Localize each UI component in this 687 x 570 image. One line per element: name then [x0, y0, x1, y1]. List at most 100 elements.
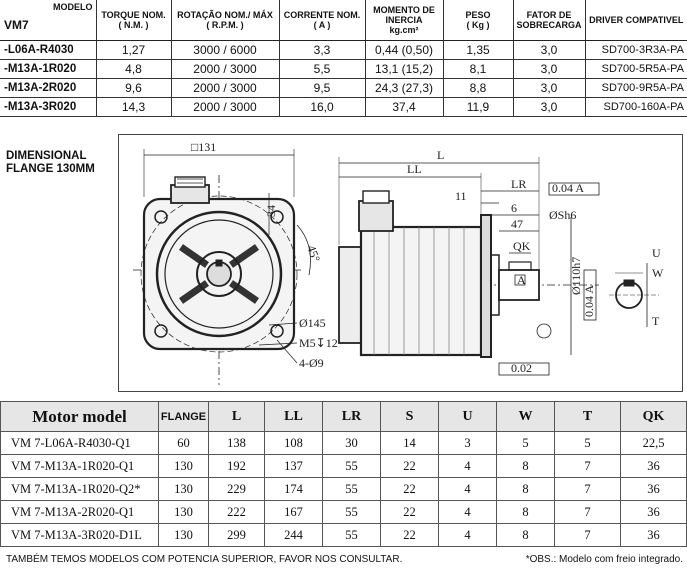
model-row-cell: 55 [322, 477, 381, 501]
dim-U: U [652, 246, 661, 260]
model-row-cell: 229 [208, 477, 265, 501]
dim-T: T [652, 314, 660, 328]
footer-note-right: *OBS.: Modelo com freio integrado. [525, 554, 683, 565]
model-row-cell: 299 [208, 523, 265, 547]
specs-row-cell: 1,27 [95, 40, 171, 60]
flange-size-label: □131 [191, 140, 216, 154]
header-rotation: ROTAÇÃO NOM./ MÁX( R.P.M. ) [170, 0, 279, 41]
tolerance-3: 0.02 [511, 361, 532, 375]
tolerance-1: 0.04 A [552, 181, 584, 195]
specs-row-cell: 3,0 [512, 40, 585, 60]
header-weight: PESO( Kg ) [442, 0, 513, 41]
specs-row-cell: 2000 / 3000 [170, 97, 279, 117]
model-row-cell: 22 [380, 523, 439, 547]
header-LL: LL [264, 401, 323, 432]
specs-row-cell: 11,9 [442, 97, 513, 117]
dim-L: L [437, 148, 444, 162]
dim-6: 6 [511, 201, 517, 215]
header-W: W [496, 401, 555, 432]
specs-row-cell: 3,0 [512, 59, 585, 79]
model-row-cell: 22 [380, 500, 439, 524]
specs-row-cell: SD700-3R3A-PA [584, 40, 687, 60]
model-row-cell: 192 [208, 454, 265, 478]
model-row-cell: 30 [322, 431, 381, 455]
header-motor-model: Motor model [0, 401, 159, 432]
specs-row-cell: SD700-160A-PA [584, 97, 687, 117]
datum-label: A [517, 273, 526, 287]
model-row-cell: 36 [620, 523, 687, 547]
holes-label: 4-Ø9 [299, 356, 324, 370]
dim-47: 47 [511, 217, 523, 231]
model-row-cell: 36 [620, 454, 687, 478]
front-view [133, 149, 311, 385]
header-T: T [554, 401, 621, 432]
specs-row-cell: -M13A-3R020 [0, 97, 96, 117]
model-row-cell: 7 [554, 477, 621, 501]
bolt-circle-label: Ø145 [299, 316, 326, 330]
model-row-cell: 55 [322, 500, 381, 524]
header-flange: FLANGE [158, 401, 209, 432]
specs-row-cell: 9,6 [95, 78, 171, 98]
dim-shaft: ØSh6 [549, 208, 576, 222]
header-torque: TORQUE NOM.( N.M. ) [95, 0, 171, 41]
model-row-cell: VM 7-M13A-2R020-Q1 [0, 500, 159, 524]
specs-row-cell: -L06A-R4030 [0, 40, 96, 60]
model-row-cell: 4 [438, 454, 497, 478]
specs-row-cell: 8,8 [442, 78, 513, 98]
model-row-cell: 4 [438, 523, 497, 547]
specs-row-cell: 16,0 [278, 97, 365, 117]
specs-row-cell: 5,5 [278, 59, 365, 79]
specs-row-cell: 2000 / 3000 [170, 78, 279, 98]
model-row-cell: 22,5 [620, 431, 687, 455]
model-row-cell: 222 [208, 500, 265, 524]
model-row-cell: 8 [496, 523, 555, 547]
footer-note-left: TAMBÉM TEMOS MODELOS COM POTENCIA SUPERI… [6, 554, 403, 565]
model-row-cell: 130 [158, 477, 209, 501]
model-row-cell: 174 [264, 477, 323, 501]
specs-row-cell: 14,3 [95, 97, 171, 117]
thread-label: M5↧12 [299, 336, 338, 350]
header-U: U [438, 401, 497, 432]
specs-row-cell: 37,4 [364, 97, 443, 117]
shaft-section [609, 263, 659, 327]
model-row-cell: 55 [322, 454, 381, 478]
tolerance-2: 0.04 A [582, 285, 596, 317]
model-row-cell: 8 [496, 454, 555, 478]
model-row-cell: 138 [208, 431, 265, 455]
specs-row-cell: 8,1 [442, 59, 513, 79]
angle-label: 45° [304, 243, 323, 264]
model-row-cell: 3 [438, 431, 497, 455]
specs-row-cell: 3,3 [278, 40, 365, 60]
specs-row-cell: 3,0 [512, 97, 585, 117]
header-S: S [380, 401, 439, 432]
header-overload: FATOR DE SOBRECARGA [512, 0, 585, 41]
model-row-cell: 8 [496, 477, 555, 501]
model-row-cell: VM 7-M13A-3R020-D1L [0, 523, 159, 547]
specs-row-cell: 2000 / 3000 [170, 59, 279, 79]
model-row-cell: 244 [264, 523, 323, 547]
model-row-cell: 130 [158, 500, 209, 524]
dim-LR: LR [511, 177, 526, 191]
series-label: VM7 [4, 18, 29, 32]
dimension-drawing: □131 34 45° Ø145 M5↧12 4-Ø9 [118, 134, 683, 392]
model-row-cell: VM 7-M13A-1R020-Q1 [0, 454, 159, 478]
header-driver: DRIVER COMPATIVEL [584, 0, 687, 41]
header-L: L [208, 401, 265, 432]
diagram-title: DIMENSIONAL FLANGE 130MM [6, 150, 95, 175]
model-row-cell: 130 [158, 523, 209, 547]
model-row-cell: 4 [438, 500, 497, 524]
drawing-svg: □131 34 45° Ø145 M5↧12 4-Ø9 [133, 140, 664, 385]
height-34-label: 34 [264, 205, 278, 217]
specs-row-cell: 3,0 [512, 78, 585, 98]
specs-row-cell: 9,5 [278, 78, 365, 98]
model-row-cell: 7 [554, 454, 621, 478]
specs-row-cell: -M13A-1R020 [0, 59, 96, 79]
